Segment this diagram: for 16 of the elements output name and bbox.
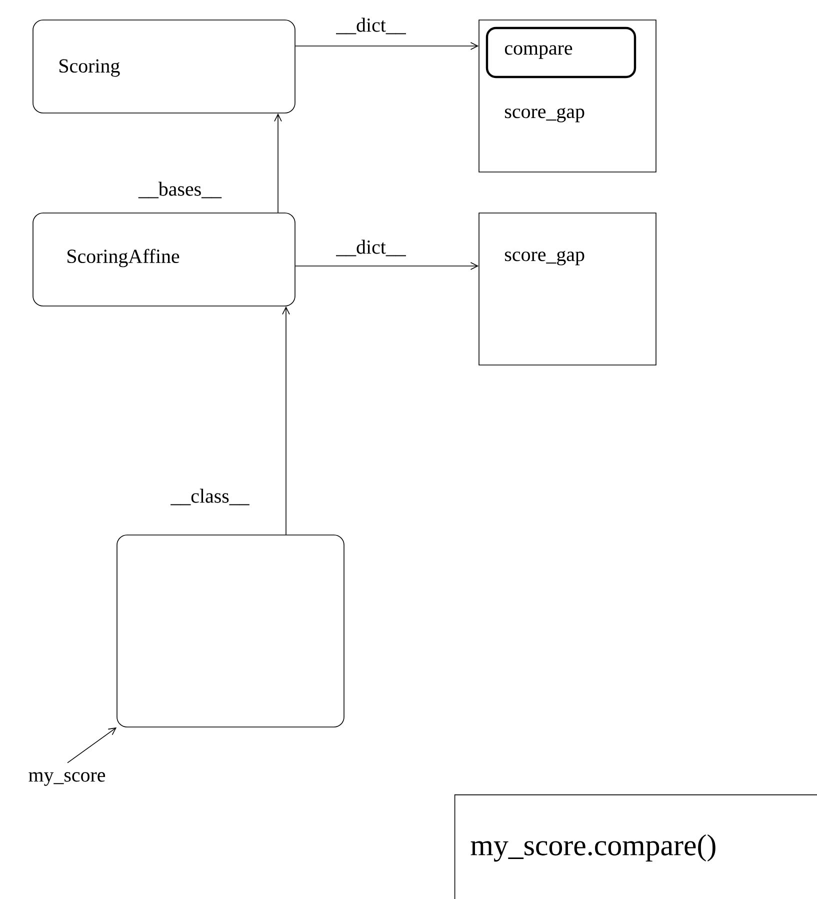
variable-label: my_score (28, 772, 106, 786)
edge-label: __class__ (170, 488, 250, 506)
class-box: Scoring (32, 20, 296, 114)
arrow (295, 42, 479, 50)
dict-box: score_gap (478, 212, 656, 366)
code-panel: my_score.compare() (454, 794, 817, 899)
arrow (282, 306, 290, 535)
method-box: compare (486, 26, 636, 78)
arrow (295, 262, 479, 270)
arrow (274, 113, 282, 214)
edge-label: __dict__ (335, 238, 407, 258)
instance-box (116, 534, 344, 728)
edge-label: __dict__ (335, 16, 407, 36)
class-box: ScoringAffine (32, 212, 296, 306)
edge-label: __bases__ (138, 180, 222, 200)
arrow (67, 727, 117, 764)
